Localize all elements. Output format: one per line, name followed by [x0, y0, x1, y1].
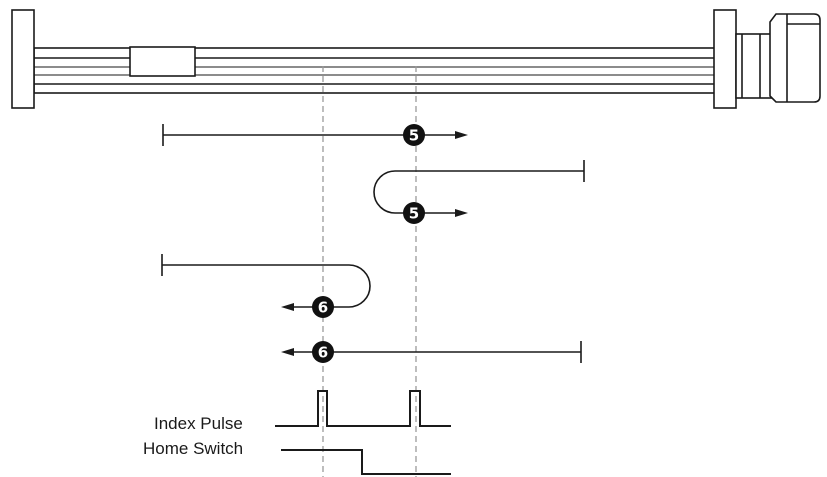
- path-reverse-reversal: [161, 254, 371, 311]
- arrow-left-icon: [281, 303, 294, 311]
- arrow-right-icon: [455, 131, 468, 139]
- step-marker: 5: [403, 202, 425, 224]
- carriage-icon: [129, 46, 196, 77]
- arrow-right-icon: [455, 209, 468, 217]
- step-marker: 5: [403, 124, 425, 146]
- linear-axis: [11, 9, 821, 109]
- step-markers: 5 5 6 6: [312, 124, 425, 363]
- right-end-plate: [713, 9, 737, 109]
- step-marker: 6: [312, 296, 334, 318]
- home-switch-label: Home Switch: [143, 439, 244, 458]
- guide-lines: [322, 66, 417, 477]
- index-pulse-signal: [275, 390, 451, 427]
- arrow-left-icon: [281, 348, 294, 356]
- path-reverse-direct: [281, 341, 582, 363]
- homing-paths: [161, 124, 585, 363]
- home-switch-signal: [281, 449, 451, 475]
- motor-icon: [735, 13, 821, 103]
- step-marker-label: 5: [409, 127, 419, 145]
- timing-signals: [275, 390, 451, 475]
- step-marker: 6: [312, 341, 334, 363]
- index-pulse-label: Index Pulse: [154, 414, 243, 433]
- step-marker-label: 5: [409, 205, 419, 223]
- left-end-plate: [11, 9, 35, 109]
- path-forward-reversal: [373, 160, 585, 217]
- step-marker-label: 6: [318, 344, 328, 362]
- step-marker-label: 6: [318, 299, 328, 317]
